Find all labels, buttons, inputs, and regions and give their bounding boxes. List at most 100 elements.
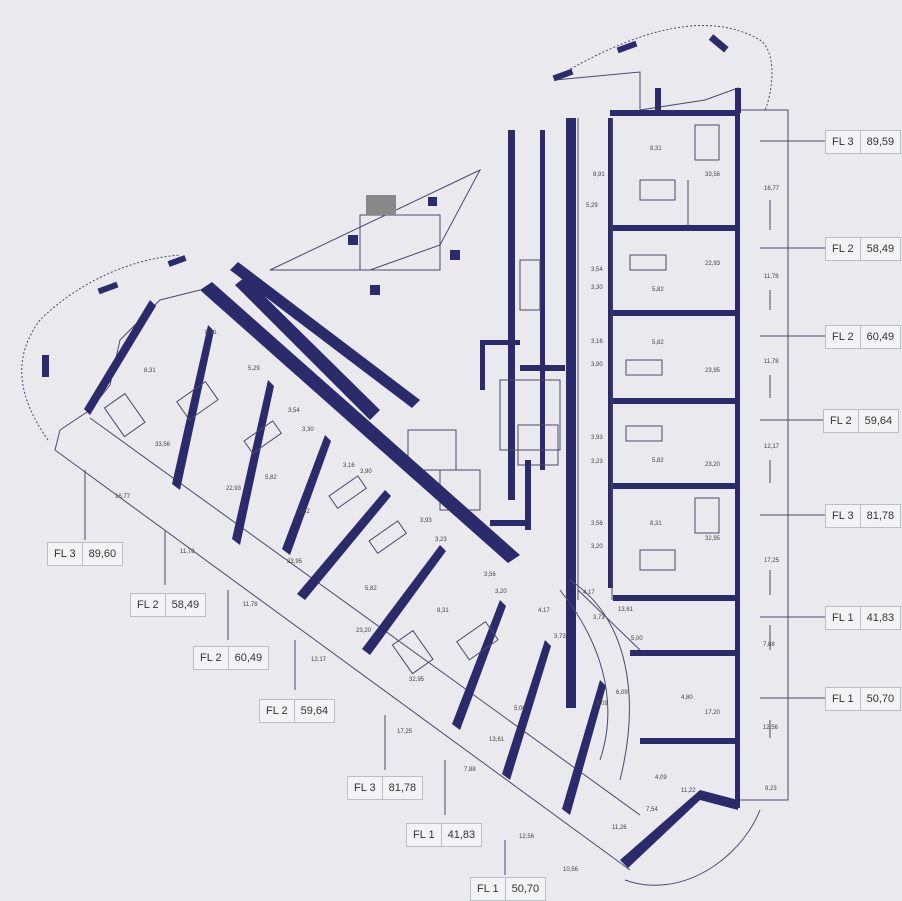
room-label: 33,56 xyxy=(705,172,721,178)
unit-tag[interactable]: FL 2 58,49 xyxy=(825,237,902,261)
room-label: 22,93 xyxy=(226,486,242,492)
room-label: 23,20 xyxy=(356,628,372,634)
room-label: 3,16 xyxy=(343,463,355,469)
floor-label: FL 2 xyxy=(824,410,859,432)
unit-tag[interactable]: FL 1 50,70 xyxy=(470,877,547,901)
room-label: 5,82 xyxy=(652,287,664,293)
room-label: 32,95 xyxy=(705,536,721,542)
room-label: 5,82 xyxy=(265,475,277,481)
floor-label: FL 3 xyxy=(48,543,83,565)
room-label: 4,17 xyxy=(538,608,550,614)
room-label: 5,82 xyxy=(652,458,664,464)
area-value: 89,59 xyxy=(866,136,895,148)
floor-label: FL 2 xyxy=(131,594,166,616)
room-label: 5,82 xyxy=(298,509,310,515)
room-label: 32,95 xyxy=(409,677,425,683)
unit-tag[interactable]: FL 2 59,64 xyxy=(259,699,336,723)
floor-label: FL 2 xyxy=(260,700,295,722)
room-label: 8,31 xyxy=(437,608,449,614)
room-label: 3,54 xyxy=(591,267,603,273)
room-label: 3,73 xyxy=(554,634,566,640)
unit-tag[interactable]: FL 2 60,49 xyxy=(825,325,902,349)
room-label: 3,30 xyxy=(302,427,314,433)
floor-label: FL 2 xyxy=(194,647,229,669)
room-label: 11,78 xyxy=(243,602,258,608)
room-label: 8,31 xyxy=(650,521,662,527)
room-label: 7,88 xyxy=(763,642,775,648)
room-label: 13,61 xyxy=(489,737,505,743)
floor-label: FL 2 xyxy=(826,326,861,348)
room-label: 11,78 xyxy=(180,549,195,555)
area-value: 89,60 xyxy=(88,548,117,560)
room-label: 8,91 xyxy=(593,172,605,178)
area-value: 60,49 xyxy=(866,331,895,343)
room-label: 3,20 xyxy=(495,589,507,595)
floor-label: FL 1 xyxy=(826,688,861,710)
room-label: 5,29 xyxy=(586,203,598,209)
area-value: 81,78 xyxy=(866,510,895,522)
unit-tag[interactable]: FL 2 59,64 xyxy=(823,409,900,433)
room-label: 3,20 xyxy=(591,544,603,550)
room-label: 12,56 xyxy=(519,834,535,840)
floor-label: FL 3 xyxy=(826,131,861,153)
room-label: 6,09 xyxy=(596,701,608,707)
room-label: 4,17 xyxy=(583,590,595,596)
unit-tag[interactable]: FL 3 81,78 xyxy=(825,504,902,528)
floor-label: FL 3 xyxy=(826,505,861,527)
area-value: 50,70 xyxy=(511,883,540,895)
floor-label: FL 1 xyxy=(471,878,506,900)
room-label: 4,09 xyxy=(655,775,667,781)
unit-tag[interactable]: FL 1 50,70 xyxy=(825,687,902,711)
room-label: 3,90 xyxy=(360,469,372,475)
room-label: 12,56 xyxy=(763,725,779,731)
room-label: 11,26 xyxy=(612,825,627,831)
unit-tag[interactable]: FL 2 60,49 xyxy=(193,646,270,670)
room-label: 8,91 xyxy=(205,330,217,336)
area-value: 81,78 xyxy=(388,782,417,794)
unit-tag[interactable]: FL 3 81,78 xyxy=(347,776,424,800)
area-value: 41,83 xyxy=(866,612,895,624)
room-label: 7,88 xyxy=(464,767,476,773)
room-label: 17,25 xyxy=(397,729,413,735)
floor-label: FL 1 xyxy=(407,824,442,846)
room-label: 11,78 xyxy=(764,274,779,280)
unit-tag[interactable]: FL 1 41,83 xyxy=(825,606,902,630)
room-label: 3,30 xyxy=(591,285,603,291)
room-label: 7,54 xyxy=(646,807,658,813)
floor-label: FL 1 xyxy=(826,607,861,629)
room-label: 3,56 xyxy=(591,521,603,527)
room-label: 5,29 xyxy=(248,366,260,372)
room-label: 23,95 xyxy=(287,559,303,565)
room-label: 22,93 xyxy=(705,261,721,267)
room-label: 12,17 xyxy=(764,444,780,450)
room-label: 10,56 xyxy=(563,867,579,873)
room-label: 5,00 xyxy=(631,636,643,642)
unit-tag[interactable]: FL 2 58,49 xyxy=(130,593,207,617)
room-label: 5,82 xyxy=(365,586,377,592)
room-label: 3,90 xyxy=(591,362,603,368)
room-label: 3,93 xyxy=(420,518,432,524)
area-value: 59,64 xyxy=(864,415,893,427)
room-label: 3,54 xyxy=(288,408,300,414)
room-label: 3,73 xyxy=(593,615,605,621)
area-value: 58,49 xyxy=(866,243,895,255)
area-value: 41,83 xyxy=(447,829,476,841)
room-label: 11,78 xyxy=(764,359,779,365)
room-label: 23,20 xyxy=(705,462,721,468)
area-value: 50,70 xyxy=(866,693,895,705)
room-labels-right: 8,91 8,31 33,56 16,77 5,29 22,93 11,78 3… xyxy=(583,146,780,831)
unit-tag[interactable]: FL 1 41,83 xyxy=(406,823,483,847)
room-label: 8,31 xyxy=(650,146,662,152)
room-label: 3,23 xyxy=(435,537,447,543)
room-label: 11,22 xyxy=(681,788,696,794)
room-label: 23,95 xyxy=(705,368,721,374)
core xyxy=(269,130,565,530)
room-label: 5,82 xyxy=(652,340,664,346)
area-value: 60,49 xyxy=(234,652,263,664)
unit-tag[interactable]: FL 3 89,60 xyxy=(47,542,124,566)
room-label: 3,93 xyxy=(591,435,603,441)
right-tag-leaders xyxy=(760,140,825,699)
room-label: 8,31 xyxy=(144,368,156,374)
unit-tag[interactable]: FL 3 89,59 xyxy=(825,130,902,154)
